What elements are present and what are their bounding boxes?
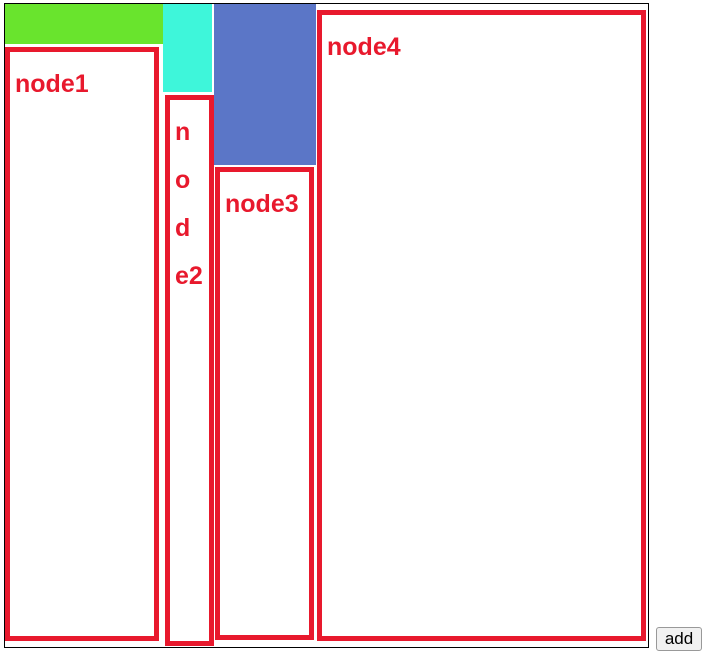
node3-label: node3 [225,190,299,218]
node3-box: node3 [215,167,314,640]
blue-spacer-block [214,4,316,165]
node2-box: node2 [165,95,214,646]
node4-box: node4 [317,10,646,641]
cyan-spacer-block [163,4,212,92]
green-spacer-block [5,4,163,44]
node2-label: node2 [175,118,203,290]
node4-label: node4 [327,33,401,61]
add-button[interactable]: add [656,627,702,651]
node1-label: node1 [15,70,89,98]
node1-box: node1 [5,47,159,641]
layout-container: node1 node2 node3 node4 [4,3,649,648]
